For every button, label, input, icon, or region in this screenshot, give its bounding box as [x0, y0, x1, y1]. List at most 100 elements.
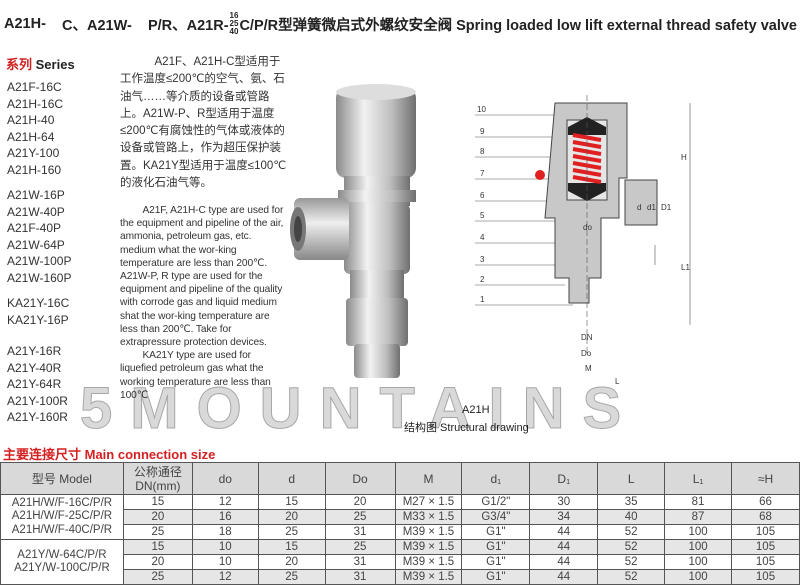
series-item: A21F-16C [7, 80, 62, 94]
part-number: 8 [480, 147, 485, 156]
table-cell: M39 × 1.5 [394, 524, 463, 540]
dim-label: L1 [681, 263, 690, 272]
table-cell: M33 × 1.5 [394, 509, 463, 525]
model-name: A21H/W/F-16C/P/R [11, 496, 113, 509]
table-cell: 15 [122, 539, 193, 555]
series-item: A21Y-100 [7, 146, 60, 160]
table-cell: 44 [529, 554, 599, 570]
series-list: A21W-16P A21W-40P A21F-40P A21W-64P A21W-100… [7, 187, 71, 286]
frac-num: 25 [229, 19, 239, 28]
description-en: A21F, A21H-C type are used for the equip… [120, 204, 288, 402]
table-cell: 100 [664, 569, 733, 585]
column-header: M [394, 462, 463, 495]
part-number: 3 [480, 255, 485, 264]
connection-title: 主要连接尺寸 Main connection size [3, 447, 216, 462]
series-item: A21W-160P [7, 270, 72, 285]
series-item: A21H-64 [7, 129, 55, 144]
series-item: A21W-64P [7, 237, 65, 252]
frac-num: 16 [229, 11, 239, 20]
structural-drawing: 10 9 8 7 6 5 4 3 2 1 H L1 d d1 D1 do DN … [475, 95, 690, 386]
table-cell: M39 × 1.5 [394, 554, 463, 570]
table-cell: 40 [597, 509, 666, 525]
column-header: L₁ [664, 462, 733, 495]
part-number: 7 [480, 169, 485, 178]
table-cell: 20 [324, 494, 396, 510]
table-cell: 66 [731, 494, 800, 510]
table-cell: 105 [731, 569, 800, 585]
series-item: A21Y-100R [7, 393, 68, 408]
table-cell: 100 [664, 554, 733, 570]
drawing-model: A21H [462, 404, 490, 416]
table-cell: 35 [597, 494, 666, 510]
column-header: 公称通径 DN(mm) [122, 462, 193, 495]
part-numbers: 10 9 8 7 6 5 4 3 2 1 H L1 d d1 D1 do DN … [477, 105, 690, 386]
table-cell: 10 [191, 539, 259, 555]
part-number: 5 [480, 211, 485, 220]
table-cell: 52 [597, 554, 666, 570]
table-cell: 44 [529, 569, 599, 585]
table-cell: 52 [597, 524, 666, 540]
table-cell: 100 [664, 539, 733, 555]
column-header: D₁ [529, 462, 599, 495]
series-item: A21Y-64R [7, 377, 62, 391]
table-cell: G1" [461, 554, 531, 570]
series-item: KA21Y-16C [7, 296, 70, 310]
model-name: A21H/W/F-25C/P/R [11, 510, 113, 523]
model-name: A21Y/W-100C/P/R [14, 562, 110, 574]
table-cell: M39 × 1.5 [394, 569, 463, 585]
part-number: 6 [480, 191, 485, 200]
title-part: A21H- [4, 16, 46, 32]
series-item: A21W-16P [7, 188, 65, 202]
description-paragraph: KA21Y type are used for liquefied petrol… [120, 350, 271, 401]
dim-label: d1 [647, 203, 656, 212]
column-header: L [597, 462, 666, 495]
table-cell: 10 [191, 554, 259, 570]
dim-label: M [585, 364, 592, 373]
part-number: 2 [480, 275, 485, 284]
column-header: 型号 Model [0, 462, 124, 495]
table-cell: 68 [731, 509, 800, 525]
valve-photo [290, 84, 416, 378]
table-cell: 25 [324, 539, 396, 555]
series-item: KA21Y-16P [7, 312, 69, 327]
table-cell: 20 [257, 554, 326, 570]
table-cell: 31 [324, 524, 396, 540]
series-list: KA21Y-16C KA21Y-16P [7, 295, 69, 328]
table-cell: M39 × 1.5 [394, 539, 463, 555]
part-number: 10 [477, 105, 486, 114]
dim-label: Do [581, 349, 592, 358]
table-cell: 105 [731, 524, 800, 540]
dim-label: D1 [661, 203, 672, 212]
series-item: A21H-160 [7, 162, 62, 177]
series-item: A21H-40 [7, 113, 55, 127]
part-number: 4 [480, 233, 485, 242]
description-paragraph: A21F, A21H-C type are used for the equip… [120, 205, 284, 349]
table-cell: 20 [122, 509, 193, 525]
table-cell: G1" [461, 569, 531, 585]
column-header: do [191, 462, 259, 495]
dim-label: L [615, 377, 620, 386]
part-number: 1 [480, 295, 485, 304]
title-part: C、A21W- [62, 17, 132, 34]
series-item: A21W-40P [7, 204, 65, 219]
column-header: d₁ [461, 462, 531, 495]
table-cell: 12 [191, 494, 259, 510]
dim-label: H [681, 153, 687, 162]
table-cell: 87 [664, 509, 733, 525]
table-cell: 15 [122, 494, 193, 510]
series-item: A21F-40P [7, 221, 62, 235]
series-heading-en: Series [35, 57, 75, 72]
table-cell: 15 [257, 539, 326, 555]
series-heading: 系列 Series [6, 54, 75, 73]
series-item: A21Y-40R [7, 360, 62, 375]
dim-label: DN [581, 333, 593, 342]
series-item: A21W-100P [7, 254, 72, 268]
